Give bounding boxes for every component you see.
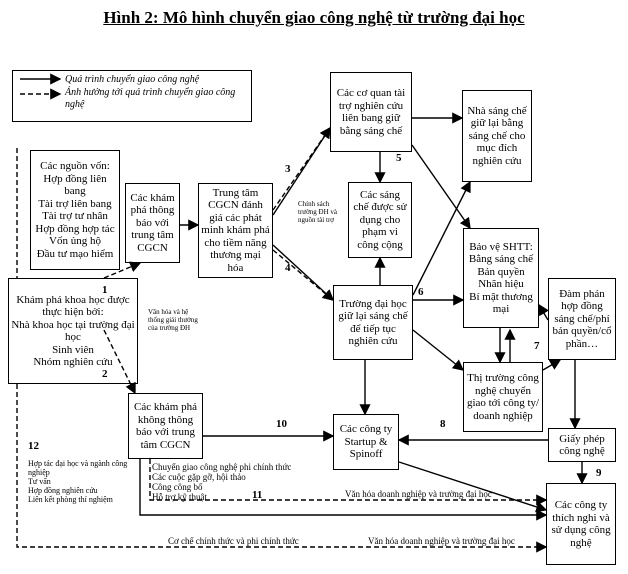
num-8: 8: [440, 418, 446, 430]
box-funding-sources: Các nguồn vốn: Hợp đồng liên bang Tài tr…: [30, 150, 120, 270]
box-scientific-research: Khám phá khoa học được thực hiện bởi: Nh…: [8, 278, 138, 384]
box-tech-license: Giấy phép công nghệ: [548, 428, 616, 462]
box-negotiation: Đàm phán hợp đồng sáng chế/phí bản quyền…: [548, 278, 616, 360]
figure-title: Hình 2: Mô hình chuyển giao công nghệ từ…: [103, 8, 525, 27]
legend-dashed-label: Ảnh hưởng tới quá trình chuyển giao công…: [65, 87, 236, 110]
box-inventors: Nhà sáng chế giữ lại bằng sáng chế cho m…: [462, 90, 532, 182]
box-adopting-companies: Các công ty thích nghi và sử dụng công n…: [546, 483, 616, 565]
legend: Quá trình chuyển giao công nghệ Ảnh hưởn…: [12, 70, 252, 122]
box-disclosed-to-tt: Các khám phá thông báo với trung tâm CGC…: [125, 183, 180, 263]
box-public-patents: Các sáng chế được sử dụng cho phạm vi cô…: [348, 182, 412, 258]
box-tt-center: Trung tâm CGCN đánh giá các phát minh kh…: [198, 183, 273, 278]
label-industry-links: Hợp tác đại học và ngành công nghiệp Tư …: [28, 459, 128, 504]
label-policy-funding: Chính sách trường ĐH và nguồn tài trợ: [298, 200, 337, 224]
num-5: 5: [396, 152, 402, 164]
label-culture-reward: Văn hóa và hệ thống giải thưởng của trườ…: [148, 308, 198, 332]
num-1: 1: [102, 284, 108, 296]
num-10: 10: [276, 418, 287, 430]
legend-solid-label: Quá trình chuyển giao công nghệ: [65, 74, 200, 85]
num-11: 11: [252, 489, 263, 501]
num-4: 4: [285, 262, 291, 274]
box-ip-protection: Bảo vệ SHTT: Bằng sáng chế Bản quyền Nhã…: [463, 228, 539, 328]
num-2: 2: [102, 368, 108, 380]
box-tech-market: Thị trường công nghệ chuyển giao tới côn…: [463, 362, 543, 432]
num-7: 7: [534, 340, 540, 352]
box-federal-agencies: Các cơ quan tài trợ nghiên cứu liên bang…: [330, 72, 412, 152]
label-culture-11: Văn hóa doanh nghiệp và trường đại học: [345, 489, 492, 499]
label-informal-transfer: Chuyển giao công nghệ phi chính thức Các…: [152, 462, 292, 502]
num-12: 12: [28, 440, 39, 452]
num-6: 6: [418, 286, 424, 298]
box-not-disclosed: Các khám phá không thông báo với trung t…: [128, 393, 203, 459]
box-univ-keeps-patent: Trường đại học giữ lại sáng chế để tiếp …: [333, 285, 413, 360]
num-3: 3: [285, 163, 291, 175]
box-startup-spinoff: Các công ty Startup & Spinoff: [333, 414, 399, 470]
label-mechanisms: Cơ chế chính thức và phi chính thức: [168, 536, 299, 546]
label-culture-bottom: Văn hóa doanh nghiệp và trường đại học: [368, 536, 515, 546]
num-9: 9: [596, 467, 602, 479]
